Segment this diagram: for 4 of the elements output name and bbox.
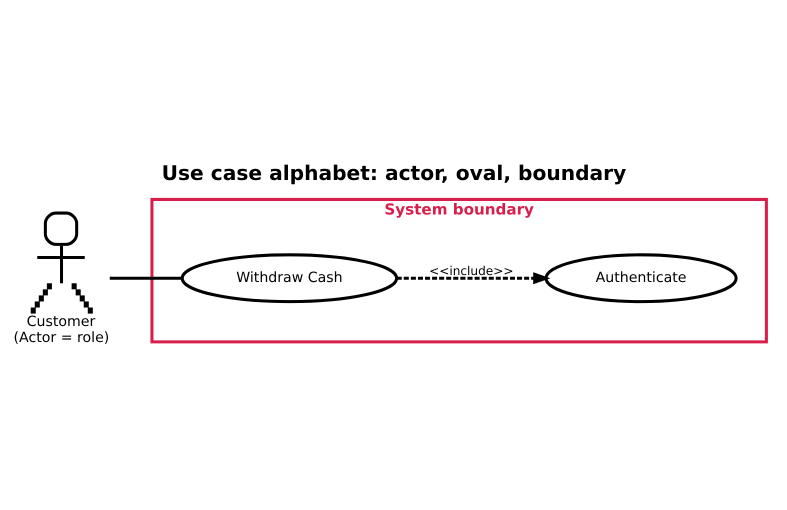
edge-label: <<include>> — [429, 263, 514, 278]
diagram-title: Use case alphabet: actor, oval, boundary — [162, 160, 626, 185]
node-label: Customer — [26, 313, 96, 330]
node-label: (Actor = role) — [14, 330, 110, 346]
